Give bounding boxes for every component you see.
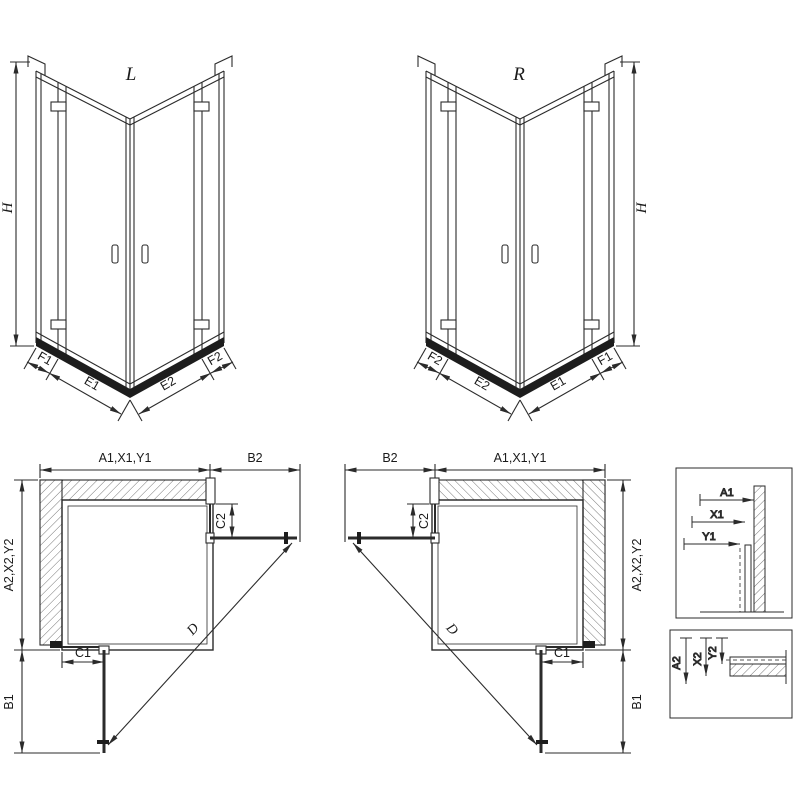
plan-right-c2-label: C2 — [417, 513, 431, 529]
plan-left-a2x2y2-label: A2,X2,Y2 — [2, 539, 16, 592]
iso-left-f1-label: F1 — [35, 349, 55, 368]
wall-section — [753, 485, 766, 613]
detail-box-top: A1 X1 Y1 — [675, 467, 793, 619]
detail-box-bottom-border — [669, 629, 793, 719]
iso-right-geometry — [414, 56, 640, 421]
detail-box-top-border — [675, 467, 793, 619]
plan-right-b1-label: B1 — [630, 694, 644, 709]
detail-a2-label: A2 — [671, 656, 683, 669]
plan-left-b1-label: B1 — [2, 694, 16, 709]
sill-section — [729, 663, 787, 677]
iso-right-e1-label: E1 — [548, 374, 568, 394]
iso-left-e2-label: E2 — [158, 374, 178, 394]
iso-left-e1-label: E1 — [82, 374, 102, 394]
iso-right-f2-label: F2 — [425, 349, 445, 368]
iso-left-geometry — [10, 56, 236, 421]
detail-a1-label: A1 — [720, 487, 733, 499]
plan-right-a2x2y2-label: A2,X2,Y2 — [630, 539, 644, 592]
plan-view-right: B2 A1,X1,Y1 C2 A2,X2,Y2 B1 C1 D — [345, 451, 644, 753]
iso-right-title: R — [512, 64, 525, 85]
plan-left-d-label: D — [184, 621, 203, 639]
plan-right-a1x1y1-label: A1,X1,Y1 — [494, 451, 547, 465]
detail-y2-label: Y2 — [707, 646, 719, 659]
iso-left-title: L — [125, 64, 137, 85]
plan-left-c2-label: C2 — [214, 513, 228, 529]
iso-right-f1-label: F1 — [595, 349, 615, 368]
plan-view-left: A1,X1,Y1 B2 C2 A2,X2,Y2 B1 C1 D — [2, 451, 300, 753]
detail-y1-label: Y1 — [702, 531, 715, 543]
plan-right-c1-label: C1 — [554, 646, 570, 660]
iso-right-e2-label: E2 — [472, 374, 492, 394]
plan-left-b2-label: B2 — [247, 451, 262, 465]
plan-left-geometry — [14, 464, 300, 753]
plan-right-d-label: D — [442, 620, 461, 638]
detail-x1-label: X1 — [710, 509, 723, 521]
profile-section — [744, 544, 752, 613]
iso-left-height-label: H — [0, 201, 16, 214]
plan-right-geometry — [345, 464, 631, 753]
plan-left-c1-label: C1 — [75, 646, 91, 660]
plan-right-b2-label: B2 — [382, 451, 397, 465]
iso-left-f2-label: F2 — [205, 349, 225, 368]
detail-x2-label: X2 — [692, 652, 704, 665]
iso-view-left: L H F1 E1 E2 F2 — [0, 56, 236, 421]
detail-box-bottom: A2 X2 Y2 — [669, 629, 793, 719]
iso-view-right: R H F2 E2 E1 F1 — [414, 56, 650, 421]
iso-right-height-label: H — [634, 201, 650, 214]
plan-left-a1x1y1-label: A1,X1,Y1 — [99, 451, 152, 465]
